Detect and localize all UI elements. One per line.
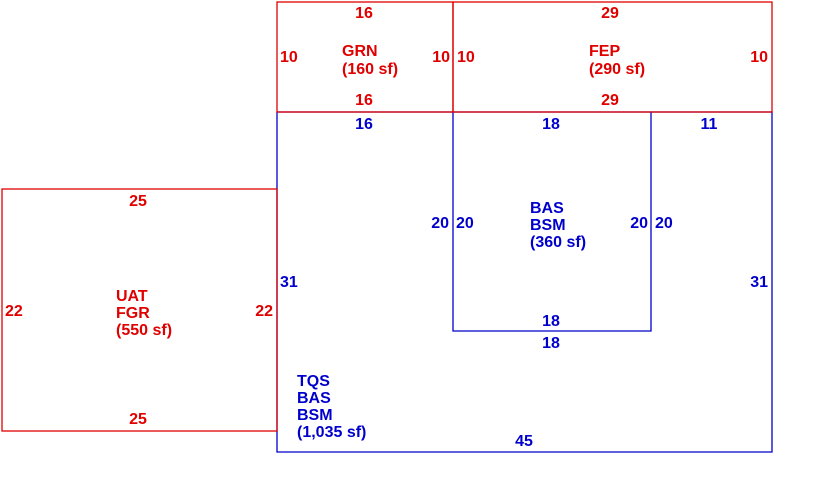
grn-top-dim: 16 — [355, 5, 373, 22]
bas-inner-outline — [452, 112, 652, 332]
uat-bottom-dim: 25 — [129, 411, 147, 428]
fep-top-dim: 29 — [601, 5, 619, 22]
tqs-left-dim: 31 — [280, 274, 298, 291]
tqs-code-1: TQS — [297, 373, 330, 390]
grn-right-dim: 10 — [432, 49, 450, 66]
tqs-bottom-dim: 45 — [515, 433, 533, 450]
bas-inner-left-dim: 20 — [456, 215, 474, 232]
grn-code: GRN — [342, 43, 378, 60]
tqs-inner-bottom-dim: 18 — [542, 335, 560, 352]
bas-inner-code-2: BSM — [530, 217, 566, 234]
bas-inner-area: (360 sf) — [530, 234, 586, 251]
tqs-inner-right-dim: 20 — [655, 215, 673, 232]
uat-code-1: UAT — [116, 288, 148, 305]
bas-inner-right-dim: 20 — [630, 215, 648, 232]
bas-inner-code-1: BAS — [530, 200, 564, 217]
fep-right-dim: 10 — [750, 49, 768, 66]
grn-area: (160 sf) — [342, 61, 398, 78]
uat-left-dim: 22 — [5, 303, 23, 320]
tqs-inner-left-dim: 20 — [431, 215, 449, 232]
tqs-area: (1,035 sf) — [297, 424, 366, 441]
tqs-code-2: BAS — [297, 390, 331, 407]
uat-top-dim: 25 — [129, 193, 147, 210]
grn-left-dim: 10 — [280, 49, 298, 66]
fep-outline — [452, 1, 773, 113]
tqs-right-dim: 31 — [750, 274, 768, 291]
uat-right-dim: 22 — [255, 303, 273, 320]
uat-area: (550 sf) — [116, 322, 172, 339]
tqs-top-right-dim: 11 — [701, 116, 718, 133]
bas-inner-bottom-dim: 18 — [542, 313, 560, 330]
fep-left-dim: 10 — [457, 49, 475, 66]
fep-code: FEP — [589, 43, 620, 60]
uat-outline — [1, 188, 278, 432]
fep-area: (290 sf) — [589, 61, 645, 78]
tqs-outline — [276, 111, 773, 453]
bas-inner-top-dim: 18 — [542, 116, 560, 133]
uat-code-2: FGR — [116, 305, 150, 322]
tqs-code-3: BSM — [297, 407, 333, 424]
fep-bottom-dim: 29 — [601, 92, 619, 109]
grn-bottom-dim: 16 — [355, 92, 373, 109]
tqs-top-left-dim: 16 — [355, 116, 373, 133]
